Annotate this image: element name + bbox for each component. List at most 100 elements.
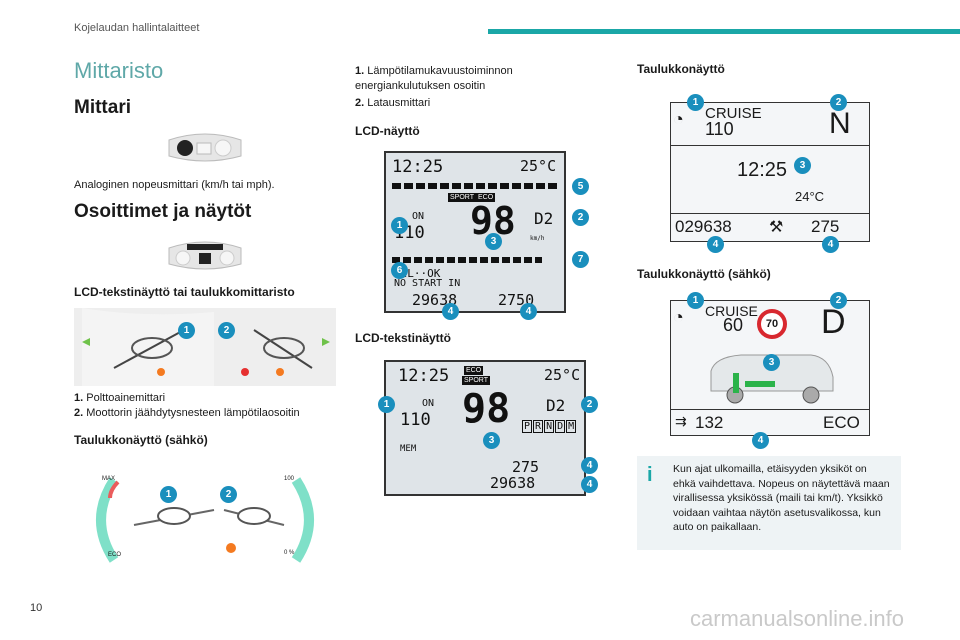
speedometer-icon: ◔: [673, 109, 684, 129]
lcd-text-sport: SPORT: [462, 376, 490, 385]
lcd-text-odo: 29638: [490, 474, 536, 492]
table-time: 12:25: [737, 159, 788, 181]
speed-limit-sign: 70: [757, 309, 787, 339]
section-title-gauge: Mittari: [74, 97, 131, 118]
fuel-temp-gauges-image: 1 2: [74, 308, 336, 386]
lcd-text-gear: D2: [546, 396, 566, 415]
lcd-cluster-heading: LCD-tekstinäyttö tai taulukkomittaristo: [74, 285, 295, 299]
page-number: 10: [30, 602, 43, 614]
electric-gear: D: [821, 303, 846, 341]
callout-badge-2: 2: [830, 94, 847, 111]
callout-badge-4: 4: [707, 236, 724, 253]
lcd-text-cruise: 110: [400, 410, 431, 430]
electric-divider: [671, 409, 869, 410]
lcd-text-prnd: P R N D M: [522, 420, 577, 433]
callout-badge-1: 1: [160, 486, 177, 503]
lcd-no-start: NO START IN: [394, 278, 461, 289]
electric-mode: ECO: [823, 413, 860, 432]
callout-badge-3: 3: [763, 354, 780, 371]
lcd-time: 12:25: [392, 157, 444, 177]
callout-badge-2: 2: [220, 486, 237, 503]
lcd-text-on: ON: [422, 398, 435, 409]
gauge-label-0pct: 0 %: [284, 550, 295, 556]
table-divider-bottom: [671, 213, 869, 214]
callout-badge-1: 1: [687, 94, 704, 111]
lcd-text-heading: LCD-tekstinäyttö: [355, 331, 452, 345]
lcd-text-temp: 25°C: [544, 366, 581, 384]
callout-badge-4: 4: [581, 476, 598, 493]
gauge-label-max: MAX: [102, 476, 116, 482]
battery-plug-icon: ⇉: [675, 413, 687, 429]
list2-item-1: 1. Lämpötilamukavuustoiminnon energianku…: [355, 65, 513, 92]
table-temp: 24°C: [795, 189, 825, 204]
callout-badge-4: 4: [822, 236, 839, 253]
callout-badge-1: 1: [378, 396, 395, 413]
lcd-text-mem: MEM: [400, 444, 417, 454]
callout-badge-4: 4: [752, 432, 769, 449]
callout-badge-3: 3: [483, 432, 500, 449]
electric-gauges-image: MAX ECO 100 0 % 1 2: [74, 470, 336, 570]
table-speed: 110: [705, 119, 734, 139]
cluster-display-image: [165, 238, 245, 272]
table-display: CRUISE 110 N 12:25 24°C 029638 275 ◔ ⚒: [670, 102, 870, 242]
lcd-on: ON: [412, 211, 425, 222]
lcd-text-time: 12:25: [398, 366, 450, 386]
callout-badge-2: 2: [581, 396, 598, 413]
lcd-temp: 25°C: [520, 157, 557, 175]
lcd-heading: LCD-näyttö: [355, 124, 420, 138]
gauge-label-eco: ECO: [108, 552, 122, 558]
callout-badge-1: 1: [391, 217, 408, 234]
electric-gauge-heading: Taulukkonäyttö (sähkö): [74, 433, 208, 447]
lcd-kmh: km/h: [530, 235, 545, 242]
wrench-icon: ⚒: [769, 219, 784, 236]
callout-badge-5: 5: [572, 178, 589, 195]
callout-badge-1: 1: [178, 322, 195, 339]
lcd-text-display: 12:25 ECO SPORT 25°C 98 ON 110 D2 P R N …: [384, 360, 586, 496]
watermark: carmanualsonline.info: [690, 606, 905, 631]
info-text: Kun ajat ulkomailla, etäisyyden yksiköt …: [673, 463, 890, 533]
electric-speed: 60: [723, 315, 744, 335]
lcd-text-speed: 98: [462, 386, 511, 432]
lcd-gear: D2: [534, 209, 554, 228]
electric-cruise-label: CRUISE: [705, 303, 758, 319]
list1-item-1: 1. Polttoainemittari: [74, 392, 166, 404]
gauge-label-100: 100: [284, 476, 295, 482]
callout-badge-7: 7: [572, 251, 589, 268]
electric-range: 132: [695, 413, 724, 432]
speedometer-icon: ◔: [673, 307, 684, 327]
callout-badge-2: 2: [572, 209, 589, 226]
table-divider-top: [671, 145, 869, 146]
lcd-eco-label: ECO: [476, 193, 496, 202]
list2-item-2: 2. Latausmittari: [355, 97, 431, 109]
table-cruise-label: CRUISE: [705, 105, 762, 122]
callout-badge-3: 3: [485, 233, 502, 250]
callout-badge-3: 3: [794, 157, 811, 174]
lcd-sport-label: SPORT: [448, 193, 476, 202]
info-note: i Kun ajat ulkomailla, etäisyyden yksikö…: [637, 456, 901, 550]
info-icon: i: [647, 464, 653, 486]
header-accent-bar: [488, 29, 960, 34]
callout-badge-1: 1: [687, 292, 704, 309]
lcd-bar-bottom: [392, 257, 542, 263]
list1-item-2: 2. Moottorin jäähdytysnesteen lämpötilao…: [74, 407, 300, 419]
callout-badge-4: 4: [520, 303, 537, 320]
callout-badge-2: 2: [218, 322, 235, 339]
table-range: 275: [811, 217, 840, 236]
car-diagram: [701, 347, 841, 407]
callout-badge-4: 4: [442, 303, 459, 320]
electric-display-heading: Taulukkonäyttö (sähkö): [637, 267, 771, 281]
callout-badge-4: 4: [581, 457, 598, 474]
section-title-indicators: Osoittimet ja näytöt: [74, 201, 252, 222]
analog-gauge-image: [165, 130, 245, 164]
lcd-text-range: 275: [512, 458, 540, 476]
table-display-heading: Taulukkonäyttö: [637, 62, 725, 76]
table-gear: N: [829, 107, 851, 140]
table-odo: 029638: [675, 217, 732, 236]
callout-badge-2: 2: [830, 292, 847, 309]
gauge-caption: Analoginen nopeusmittari (km/h tai mph).: [74, 179, 275, 191]
lcd-display: 12:25 25°C SPORT ECO 98 D2 ON 110 km/h O…: [384, 151, 566, 313]
lcd-text-eco: ECO: [464, 366, 484, 375]
section-header: Kojelaudan hallintalaitteet: [74, 22, 200, 34]
page-title: Mittaristo: [74, 58, 164, 83]
callout-badge-6: 6: [391, 262, 408, 279]
